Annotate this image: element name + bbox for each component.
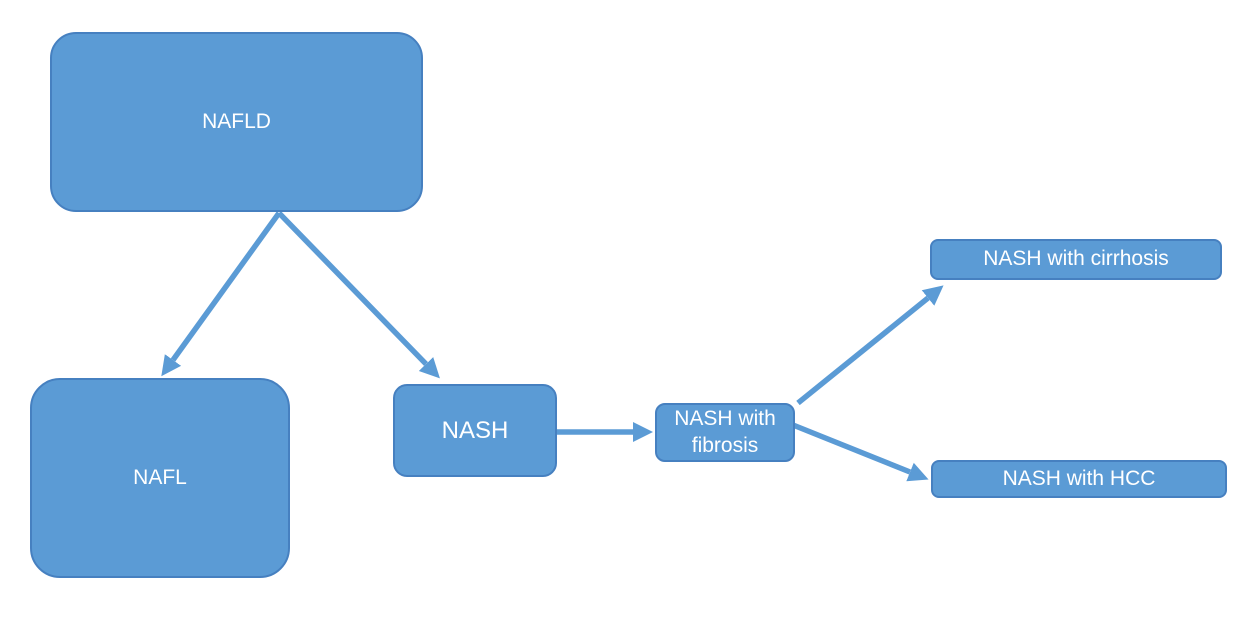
node-nafld-label: NAFLD	[202, 109, 271, 133]
node-nash-label: NASH	[441, 416, 509, 444]
arrow-nafld-to-nafl	[161, 211, 282, 377]
node-nash-with-fibrosis-label: NASH with fibrosis	[674, 407, 776, 457]
node-nash-with-fibrosis: NASH with fibrosis	[655, 403, 795, 462]
node-nash-with-cirrhosis-label: NASH with cirrhosis	[983, 247, 1169, 271]
node-nafl-label: NAFL	[133, 465, 187, 489]
node-nafld: NAFLD	[50, 32, 423, 212]
node-nafl: NAFL	[30, 378, 290, 578]
arrow-nafld-to-nash	[277, 211, 440, 379]
node-nash-with-hcc: NASH with HCC	[931, 460, 1227, 498]
node-nash: NASH	[393, 384, 557, 477]
node-nash-with-cirrhosis: NASH with cirrhosis	[930, 239, 1222, 280]
arrow-fibrosis-to-cirrhosis	[796, 285, 944, 406]
node-nash-with-hcc-label: NASH with HCC	[1002, 466, 1156, 490]
arrow-fibrosis-to-hcc	[791, 422, 929, 482]
